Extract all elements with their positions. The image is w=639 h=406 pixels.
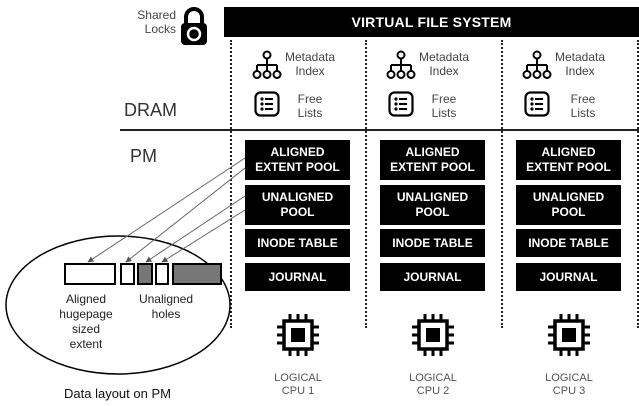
free-lists-label: Free Lists <box>431 92 457 120</box>
cpu-chip-icon <box>412 314 454 356</box>
pm-layer-label: PM <box>130 146 157 166</box>
journal-box: JOURNAL <box>516 263 621 291</box>
tree-hierarchy-icon <box>252 50 282 79</box>
aligned-extent-pool-box: ALIGNED EXTENT POOL <box>380 140 485 180</box>
unaligned-pool-box: UNALIGNED POOL <box>380 185 485 225</box>
aligned-extent-pool-box: ALIGNED EXTENT POOL <box>245 140 350 180</box>
tree-hierarchy-icon <box>386 50 416 79</box>
cpu-chip-icon <box>277 314 319 356</box>
journal-box: JOURNAL <box>245 263 350 291</box>
dram-layer-label: DRAM <box>124 100 177 120</box>
logical-cpu-label: LOGICAL CPU 1 <box>274 372 322 397</box>
used-block <box>137 263 153 285</box>
unaligned-pool-box: UNALIGNED POOL <box>245 185 350 225</box>
free-lists-label: Free Lists <box>570 92 596 120</box>
inode-table-box: INODE TABLE <box>516 229 621 257</box>
shared-locks-label: Shared Locks <box>137 8 176 36</box>
used-extent-block <box>172 263 222 285</box>
aligned-extent-label: Aligned hugepage sized extent <box>59 292 113 351</box>
inode-table-box: INODE TABLE <box>245 229 350 257</box>
logical-cpu-label: LOGICAL CPU 3 <box>545 372 593 397</box>
unaligned-holes-label: Unaligned holes <box>138 292 194 321</box>
aligned-extent-block <box>64 263 116 285</box>
metadata-index-label: Metadata Index <box>284 50 336 78</box>
cpu-chip-icon <box>548 314 590 356</box>
unaligned-hole-block <box>155 263 169 285</box>
logical-cpu-label: LOGICAL CPU 2 <box>409 372 457 397</box>
unaligned-pool-box: UNALIGNED POOL <box>516 185 621 225</box>
aligned-extent-pool-box: ALIGNED EXTENT POOL <box>516 140 621 180</box>
dram-pm-divider <box>120 129 639 131</box>
tree-hierarchy-icon <box>522 50 552 79</box>
column-separator <box>365 40 367 328</box>
vfs-title-bar: VIRTUAL FILE SYSTEM <box>224 7 639 37</box>
free-lists-label: Free Lists <box>297 92 323 120</box>
column-separator <box>501 40 503 328</box>
journal-box: JOURNAL <box>380 263 485 291</box>
list-icon <box>524 91 550 117</box>
padlock-icon <box>181 7 207 45</box>
metadata-index-label: Metadata Index <box>418 50 470 78</box>
data-layout-caption: Data layout on PM <box>64 386 171 401</box>
metadata-index-label: Metadata Index <box>554 50 606 78</box>
unaligned-hole-block <box>120 263 135 285</box>
inode-table-box: INODE TABLE <box>380 229 485 257</box>
list-icon <box>388 91 414 117</box>
column-separator <box>637 40 639 328</box>
list-icon <box>254 91 280 117</box>
